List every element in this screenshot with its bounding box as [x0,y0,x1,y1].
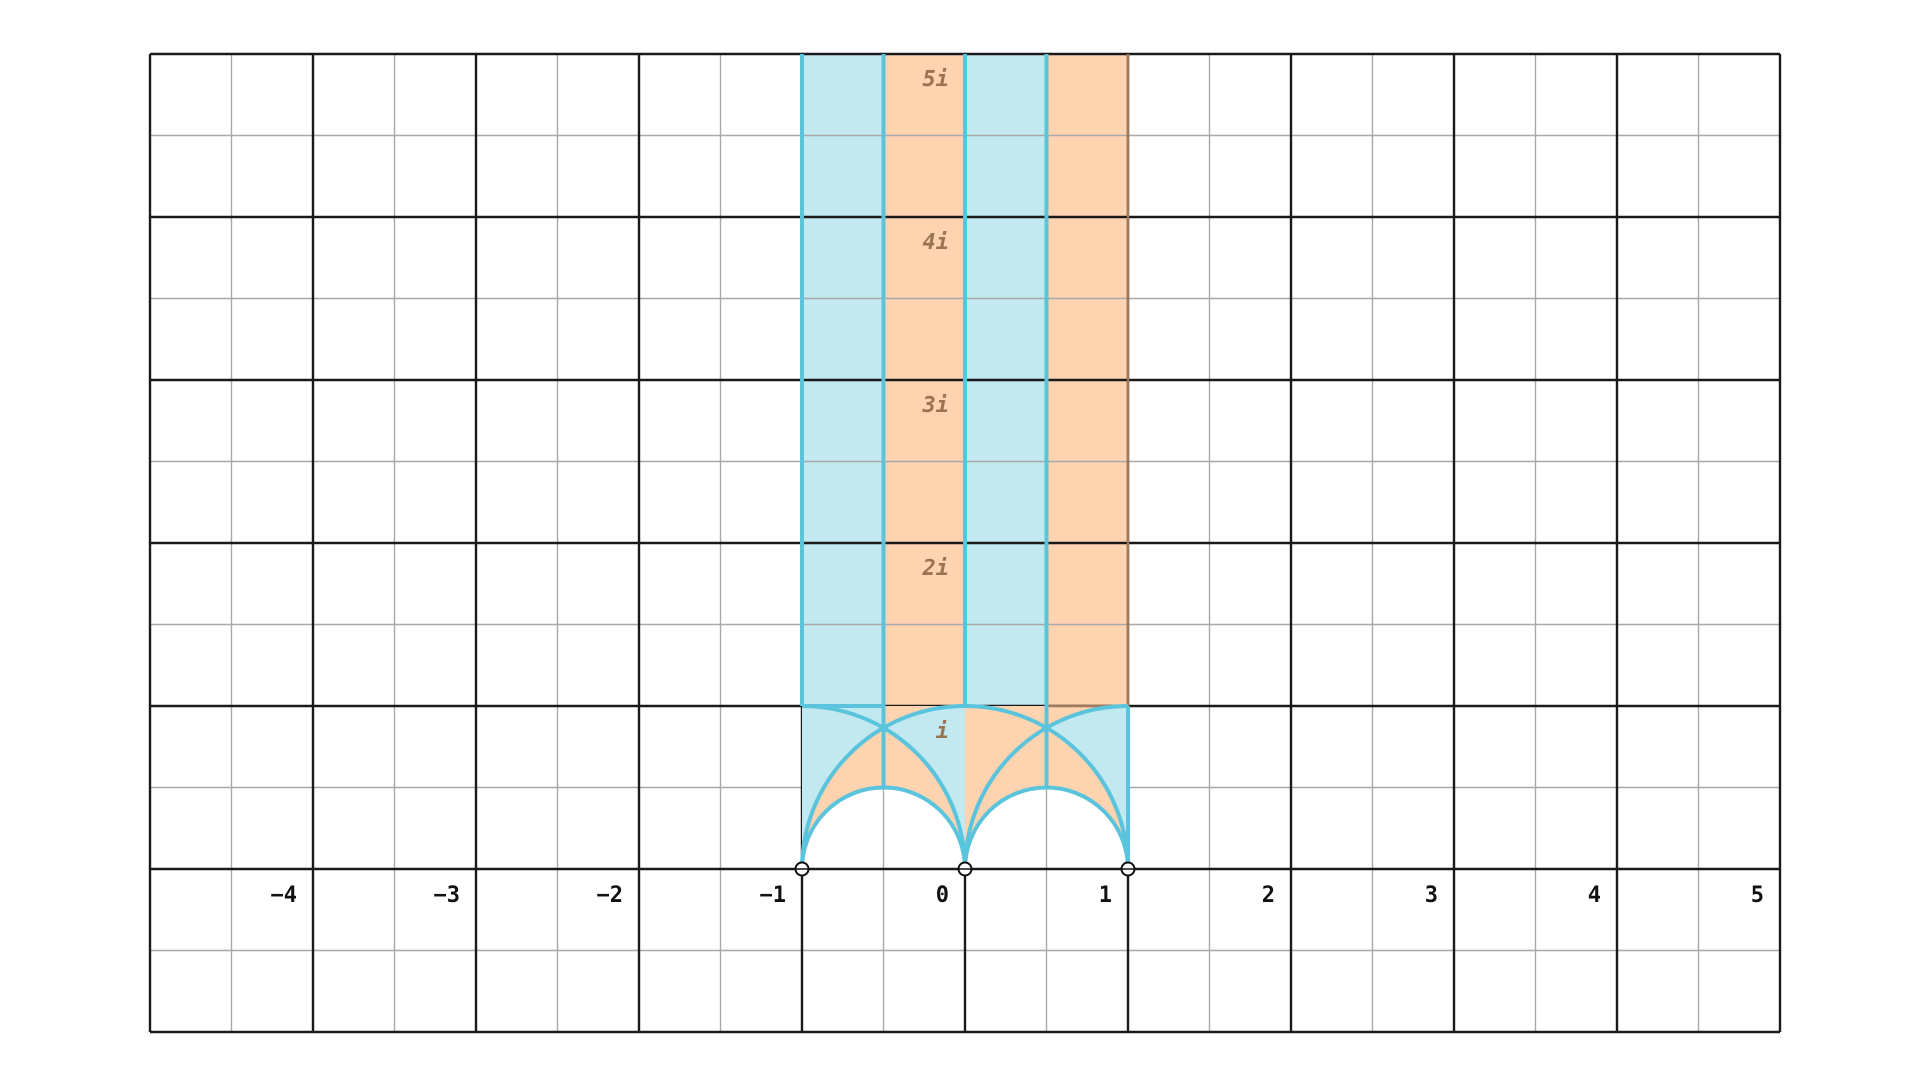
tessellation-strokes [800,54,1130,870]
blue-lower-region-left-cap [802,706,884,869]
cusp-points [794,861,1136,877]
real-axis-label: −2 [597,883,624,908]
half-arc-left [800,785,967,870]
real-axis-label: 4 [1588,883,1601,908]
half-arc-right [963,785,1130,870]
real-axis-label: −3 [434,883,461,908]
real-axis-label: 3 [1425,883,1438,908]
imaginary-axis-label: i [936,719,949,744]
imaginary-axis-label: 2i [922,556,950,581]
real-axis-label: 5 [1751,883,1764,908]
imaginary-axis-label: 5i [923,67,950,92]
real-axis-label: 0 [936,883,949,908]
real-axis-label: 2 [1262,883,1275,908]
real-axis-label: −4 [271,883,298,908]
imaginary-axis-label: 4i [923,230,950,255]
imaginary-axis-label: 3i [922,393,950,418]
unit-arc-left [801,704,967,870]
real-axis-label: 1 [1099,883,1112,908]
blue-lower-region-center [883,706,965,869]
real-axis-label: −1 [760,883,787,908]
unit-arc-right [963,704,1129,870]
unit-arc-center [800,704,1130,870]
blue-lower-region-right [1046,706,1128,869]
